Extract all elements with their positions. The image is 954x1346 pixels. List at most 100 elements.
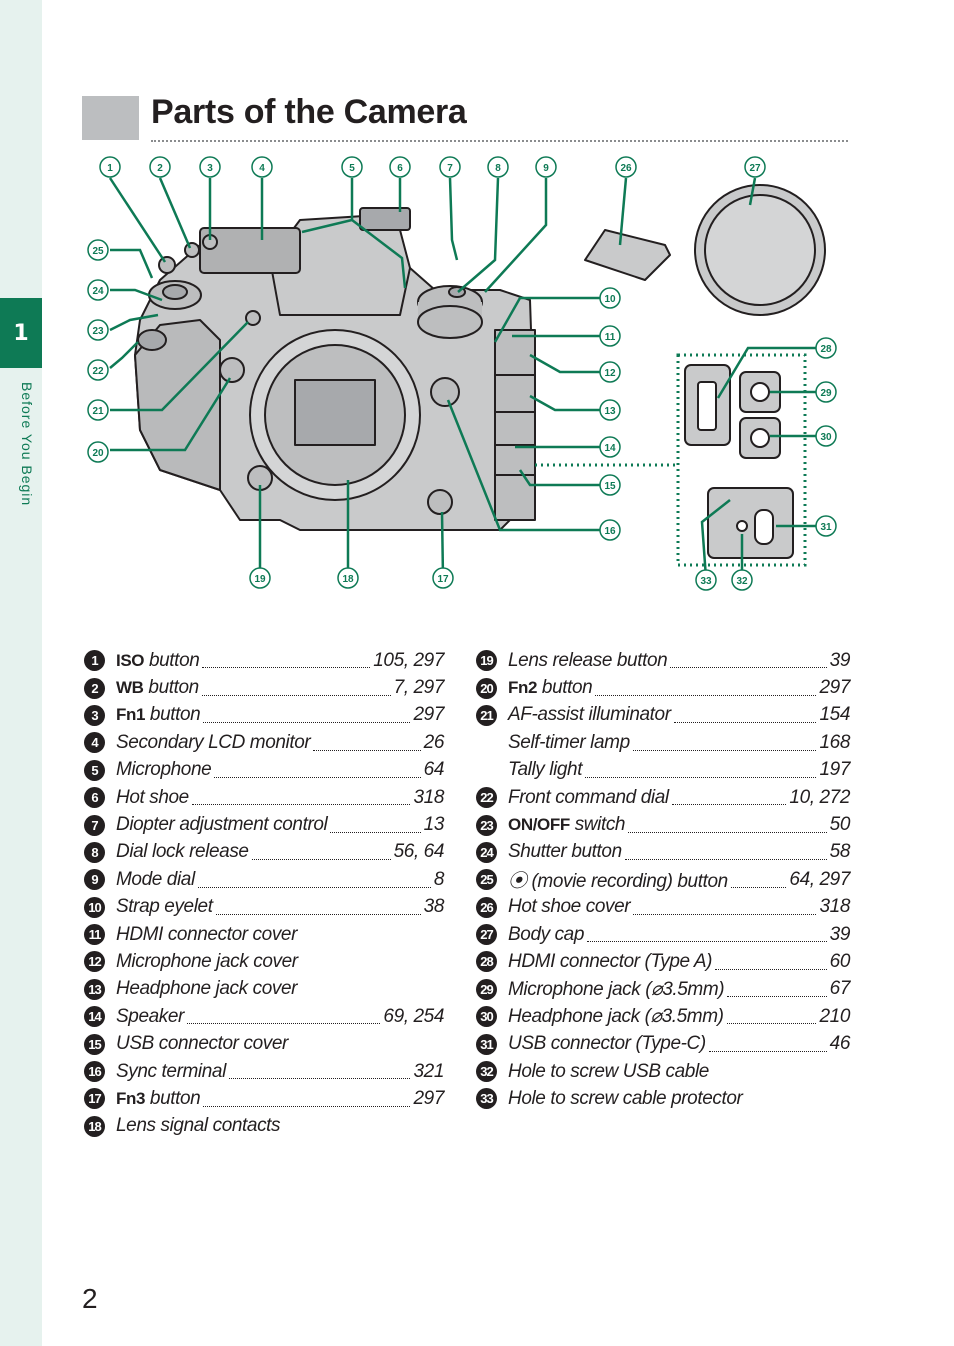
page-reference[interactable]: 64, 297	[789, 868, 850, 890]
leader-dots	[215, 913, 421, 915]
part-keyword: WB	[116, 678, 144, 698]
page-reference[interactable]: 318	[819, 896, 850, 918]
part-label: AF-assist illuminator	[508, 704, 671, 726]
page-reference[interactable]: 38	[423, 896, 445, 918]
leader-dots	[201, 694, 391, 696]
leader-dots	[632, 749, 817, 751]
chapter-number-tab[interactable]: 1	[0, 298, 42, 368]
page-reference[interactable]: 8	[433, 868, 445, 890]
page-reference[interactable]: 321	[413, 1060, 444, 1082]
leader-dots	[202, 667, 371, 669]
svg-text:31: 31	[820, 522, 832, 533]
part-label: Microphone jack cover	[116, 950, 298, 972]
page-number: 2	[82, 1283, 98, 1314]
page-reference[interactable]: 13	[423, 814, 445, 836]
part-number-badge: 5	[84, 759, 105, 781]
page-title: Parts of the Camera	[151, 93, 467, 131]
part-number-badge: 17	[84, 1088, 105, 1110]
page-reference[interactable]: 297	[413, 704, 444, 726]
callout-32: 32	[731, 569, 753, 591]
part-number-badge: 31	[476, 1033, 497, 1055]
svg-text:1: 1	[107, 163, 113, 174]
page-reference[interactable]: 46	[829, 1033, 851, 1055]
leader-dots	[624, 859, 827, 861]
page-reference[interactable]: 10, 272	[789, 786, 850, 808]
svg-text:33: 33	[700, 576, 712, 587]
part-keyword: Fn3	[116, 1088, 146, 1108]
part-label: Lens release button	[508, 649, 668, 671]
page-reference[interactable]: 58	[829, 841, 851, 863]
part-name: Hole to screw USB cable	[508, 1061, 709, 1083]
page-reference[interactable]: 26	[423, 731, 445, 753]
callout-14: 14	[599, 436, 621, 458]
part-number-badge: 9	[84, 869, 105, 891]
page-reference[interactable]: 7, 297	[393, 677, 445, 699]
leader-dots	[203, 1105, 411, 1107]
page-reference[interactable]: 39	[829, 923, 851, 945]
callout-31: 31	[815, 515, 837, 537]
leader-dots	[670, 667, 827, 669]
page-reference[interactable]: 50	[829, 814, 851, 836]
page-reference[interactable]: 197	[819, 759, 850, 781]
part-number-badge: 2	[84, 677, 105, 699]
page-reference[interactable]: 67	[829, 978, 851, 1000]
leader-dots	[585, 776, 817, 778]
part-name: Headphone jack (⌀3.5mm)	[508, 1005, 724, 1028]
page-reference[interactable]: 168	[819, 731, 850, 753]
callout-13: 13	[599, 399, 621, 421]
callout-19: 19	[249, 567, 271, 589]
page-reference[interactable]: 105, 297	[373, 649, 444, 671]
part-label: Secondary LCD monitor	[116, 731, 311, 753]
part-list-item: 9 Mode dial 8	[84, 866, 444, 893]
page-reference[interactable]: 56, 64	[393, 841, 445, 863]
part-number-badge: 27	[476, 924, 497, 946]
part-list-item: 31 USB connector (Type-C) 46	[476, 1030, 850, 1057]
page-reference[interactable]: 154	[819, 704, 850, 726]
part-list-item: 30 Headphone jack (⌀3.5mm) 210	[476, 1003, 850, 1030]
part-number-badge: 30	[476, 1006, 497, 1028]
part-label: button	[145, 1087, 201, 1109]
svg-text:19: 19	[254, 574, 266, 585]
part-name: ON/OFF switch	[508, 814, 626, 836]
part-label: USB connector (Type-C)	[508, 1033, 706, 1055]
leader-dots	[715, 968, 827, 970]
callout-30: 30	[815, 425, 837, 447]
part-label: Microphone	[116, 759, 212, 781]
svg-text:4: 4	[259, 163, 265, 174]
page-reference[interactable]: 210	[819, 1005, 850, 1027]
part-label: ⦿ (movie recording) button	[508, 871, 728, 893]
page-reference[interactable]: 69, 254	[383, 1005, 444, 1027]
leader-dots	[708, 1050, 827, 1052]
callout-5: 5	[341, 156, 363, 178]
hot-shoe-drawing	[359, 207, 411, 231]
part-number-badge: 20	[476, 677, 497, 699]
svg-text:9: 9	[543, 163, 549, 174]
callout-26: 26	[615, 156, 637, 178]
page-reference[interactable]: 64	[423, 759, 445, 781]
page-reference[interactable]: 297	[413, 1087, 444, 1109]
svg-text:28: 28	[820, 344, 832, 355]
leader-dots	[186, 1023, 381, 1025]
part-number-badge: 24	[476, 841, 497, 863]
part-name: Mode dial	[116, 869, 195, 891]
svg-text:30: 30	[820, 432, 832, 443]
page-reference[interactable]: 60	[829, 950, 851, 972]
viewfinder-hump	[269, 214, 411, 316]
page-reference[interactable]: 297	[819, 677, 850, 699]
camera-grip	[134, 319, 221, 491]
page-reference[interactable]: 318	[413, 786, 444, 808]
part-label: button	[144, 649, 200, 671]
leader-dots	[730, 886, 787, 888]
page-reference[interactable]: 39	[829, 649, 851, 671]
part-name: Hole to screw cable protector	[508, 1088, 743, 1110]
